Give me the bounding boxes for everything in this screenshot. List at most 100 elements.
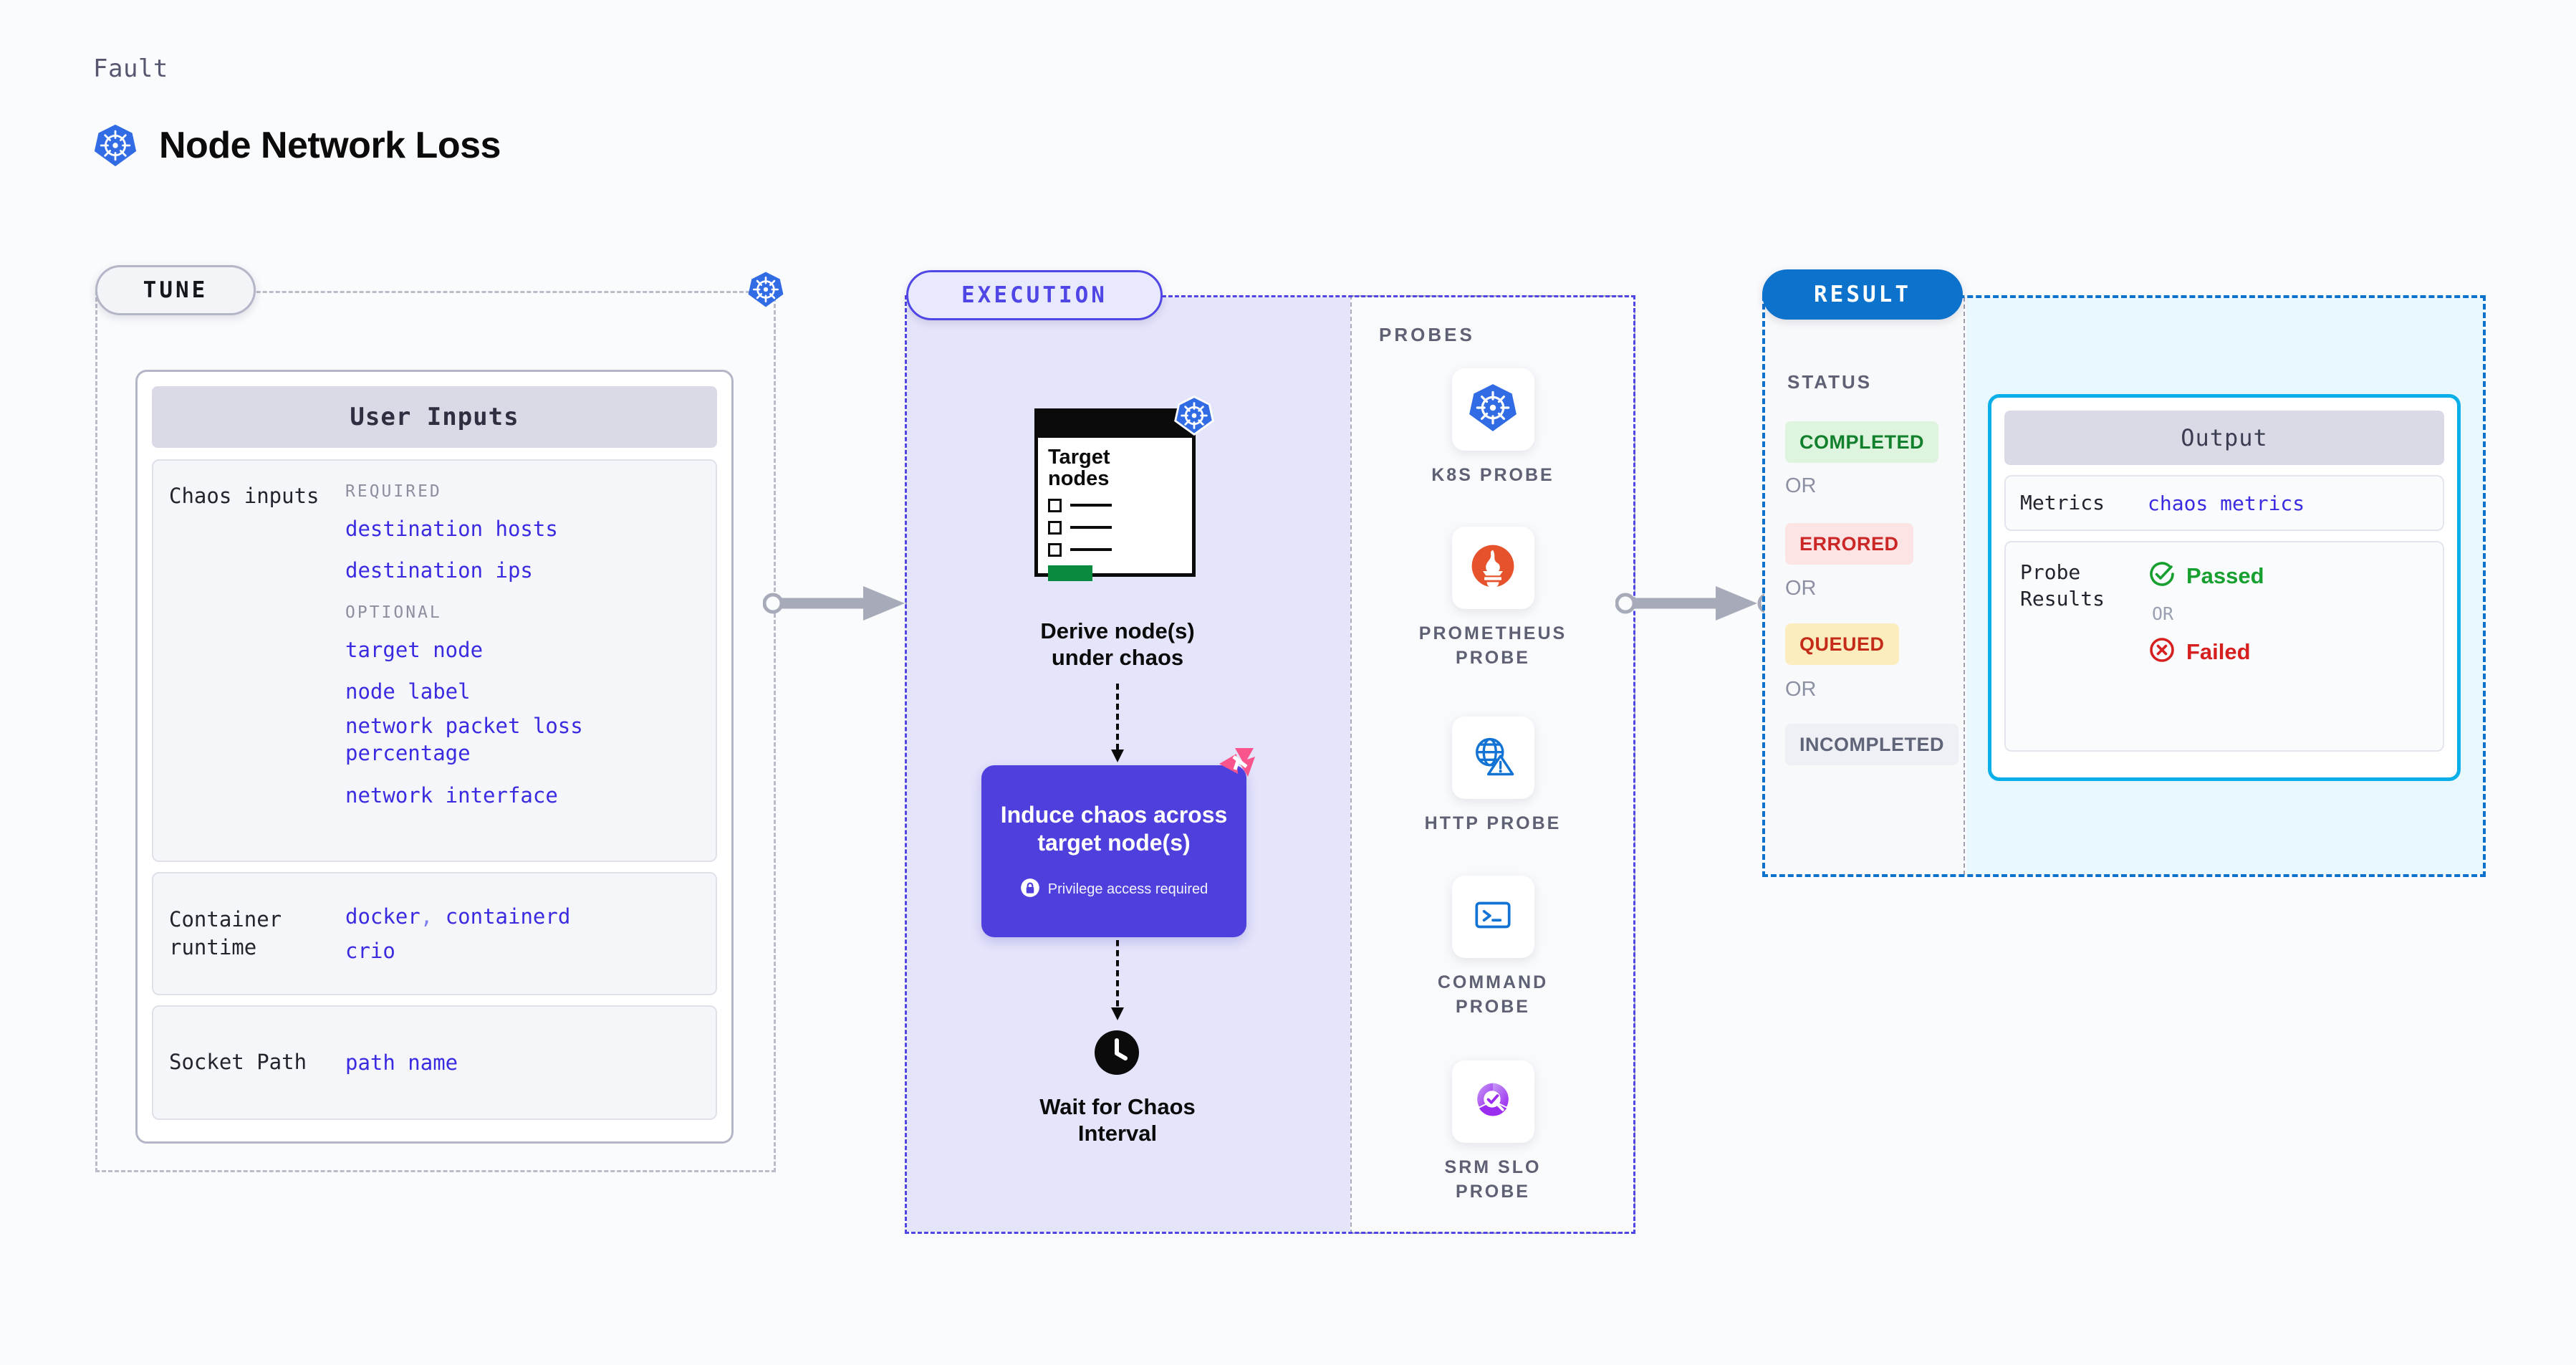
probe-label: K8S PROBE <box>1431 465 1554 485</box>
page-title: Node Network Loss <box>159 125 501 166</box>
probe-k8s[interactable]: K8S PROBE <box>1350 368 1635 488</box>
status-title: STATUS <box>1787 371 1873 393</box>
probe-tile <box>1451 1060 1534 1143</box>
step-induce-chaos[interactable]: Induce chaos across target node(s) Privi… <box>981 765 1246 937</box>
privilege-note: Privilege access required <box>1020 878 1208 901</box>
probe-label: SRM SLO PROBE <box>1444 1157 1542 1202</box>
step-derive-nodes-caption: Derive node(s) under chaos <box>1040 618 1195 671</box>
status-badge-completed: COMPLETED <box>1785 421 1939 463</box>
lock-icon <box>1020 878 1040 901</box>
connector-tune-to-execution <box>762 582 928 625</box>
socket-path-label: Socket Path <box>169 1050 307 1075</box>
target-nodes-card: Target nodes <box>1034 408 1196 581</box>
or-separator: OR <box>2152 603 2174 624</box>
probe-result-failed: Failed <box>2148 636 2264 668</box>
result-tag[interactable]: RESULT <box>1762 269 1963 320</box>
slo-gauge-icon <box>1469 1076 1517 1128</box>
probe-tile <box>1451 717 1534 799</box>
probes-title: PROBES <box>1379 324 1475 345</box>
flow-arrow <box>1111 940 1124 1020</box>
optional-group-title: OPTIONAL <box>345 603 442 622</box>
probe-prometheus[interactable]: PROMETHEUS PROBE <box>1350 527 1635 671</box>
checkbox-row <box>1048 520 1182 535</box>
input-target-node[interactable]: target node <box>345 637 484 662</box>
execution-tag[interactable]: EXECUTION <box>906 270 1163 320</box>
chaos-inputs-label: Chaos inputs <box>169 484 319 508</box>
connector-execution-to-result <box>1615 582 1780 625</box>
checkbox-icon[interactable] <box>1048 542 1062 557</box>
kubernetes-icon <box>747 271 784 312</box>
input-node-label[interactable]: node label <box>345 679 471 704</box>
prometheus-icon <box>1468 541 1518 595</box>
litmus-icon <box>1213 745 1258 790</box>
probe-label: HTTP PROBE <box>1424 813 1562 833</box>
kubernetes-icon <box>1468 383 1518 436</box>
checkbox-icon[interactable] <box>1048 520 1062 535</box>
step-wait-interval-caption: Wait for Chaos Interval <box>1039 1094 1196 1146</box>
checkbox-icon[interactable] <box>1048 498 1062 512</box>
x-circle-icon <box>2148 636 2176 668</box>
output-metrics-row: Metrics chaos metrics <box>2004 475 2444 531</box>
status-badge-errored: ERRORED <box>1785 523 1913 565</box>
probe-tile <box>1451 876 1534 958</box>
chaos-inputs-row: Chaos inputs REQUIRED destination hosts … <box>152 459 717 862</box>
probe-tile <box>1451 368 1534 451</box>
user-inputs-title: User Inputs <box>152 386 717 448</box>
input-network-interface[interactable]: network interface <box>345 782 558 808</box>
runtime-docker-containerd[interactable]: docker, containerd <box>345 904 571 929</box>
fault-eyebrow: Fault <box>93 54 168 83</box>
flow-arrow <box>1111 684 1124 762</box>
socket-path-value[interactable]: path name <box>345 1050 458 1075</box>
confirm-bar <box>1048 565 1092 581</box>
socket-path-row: Socket Path path name <box>152 1005 717 1120</box>
card-titlebar <box>1038 412 1192 438</box>
user-inputs-card: User Inputs Chaos inputs REQUIRED destin… <box>135 370 734 1144</box>
input-network-packet-loss-percentage[interactable]: network packet loss percentage <box>345 714 583 766</box>
status-badge-incompleted: INCOMPLETED <box>1785 724 1959 765</box>
input-destination-hosts[interactable]: destination hosts <box>345 517 558 541</box>
metrics-label: Metrics <box>2020 490 2105 514</box>
or-separator: OR <box>1785 577 1817 600</box>
privilege-note-text: Privilege access required <box>1047 881 1208 897</box>
result-panel <box>1762 295 2486 877</box>
page-title-row: Node Network Loss <box>93 123 501 168</box>
kubernetes-icon <box>93 123 138 168</box>
required-group-title: REQUIRED <box>345 482 442 501</box>
probe-result-passed: Passed <box>2148 560 2264 592</box>
output-title: Output <box>2004 411 2444 465</box>
list-line <box>1070 504 1112 507</box>
passed-label: Passed <box>2186 562 2264 588</box>
probe-srm-slo[interactable]: SRM SLO PROBE <box>1350 1060 1635 1204</box>
terminal-icon <box>1469 891 1517 942</box>
or-separator: OR <box>1785 678 1817 701</box>
result-status-column <box>1764 297 1965 875</box>
metrics-value[interactable]: chaos metrics <box>2148 491 2305 515</box>
execution-panel <box>905 295 1635 1234</box>
probe-command[interactable]: COMMAND PROBE <box>1350 876 1635 1020</box>
checkbox-row <box>1048 498 1182 512</box>
check-circle-icon <box>2148 560 2176 592</box>
or-separator: OR <box>1785 474 1817 497</box>
target-nodes-title: Target nodes <box>1048 446 1110 491</box>
failed-label: Failed <box>2186 638 2251 664</box>
checkbox-row <box>1048 542 1182 557</box>
kubernetes-icon <box>1174 396 1214 439</box>
list-line <box>1070 548 1112 552</box>
container-runtime-row: Container runtime docker, containerd cri… <box>152 872 717 995</box>
induce-chaos-title: Induce chaos across target node(s) <box>1000 802 1228 856</box>
runtime-crio[interactable]: crio <box>345 939 395 963</box>
probe-tile <box>1451 527 1534 609</box>
container-runtime-label: Container runtime <box>169 906 282 959</box>
probe-label: COMMAND PROBE <box>1437 972 1549 1017</box>
tune-tag[interactable]: TUNE <box>95 265 256 315</box>
globe-warning-icon <box>1469 732 1517 784</box>
clock-icon <box>1095 1030 1139 1078</box>
probe-label: PROMETHEUS PROBE <box>1418 623 1567 668</box>
input-destination-ips[interactable]: destination ips <box>345 558 533 583</box>
status-badge-queued: QUEUED <box>1785 623 1899 665</box>
probe-http[interactable]: HTTP PROBE <box>1350 717 1635 836</box>
